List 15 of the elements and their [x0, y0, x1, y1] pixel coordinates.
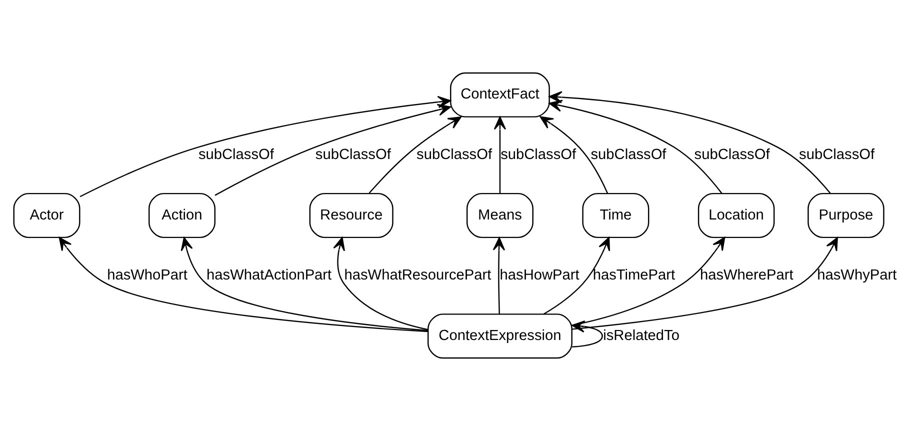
edge-label: isRelatedTo — [602, 327, 679, 344]
edge-label: hasWhoPart — [106, 267, 187, 284]
edge-label: subClassOf — [590, 146, 666, 162]
edge-label: subClassOf — [500, 146, 576, 162]
edge-label: hasTimePart — [592, 267, 675, 284]
edge-label: hasHowPart — [499, 267, 579, 284]
edge-label: hasWhatActionPart — [206, 267, 332, 284]
edge-label: subClassOf — [798, 146, 874, 162]
edge-label: hasWhyPart — [816, 267, 896, 284]
edge-label: hasWhatResourcePart — [344, 267, 491, 284]
edge-label: subClassOf — [694, 146, 770, 162]
edge-label: subClassOf — [314, 146, 390, 162]
edge-label: subClassOf — [198, 146, 274, 162]
edge-label: hasWherePart — [699, 267, 793, 284]
edge-label: subClassOf — [416, 146, 492, 162]
